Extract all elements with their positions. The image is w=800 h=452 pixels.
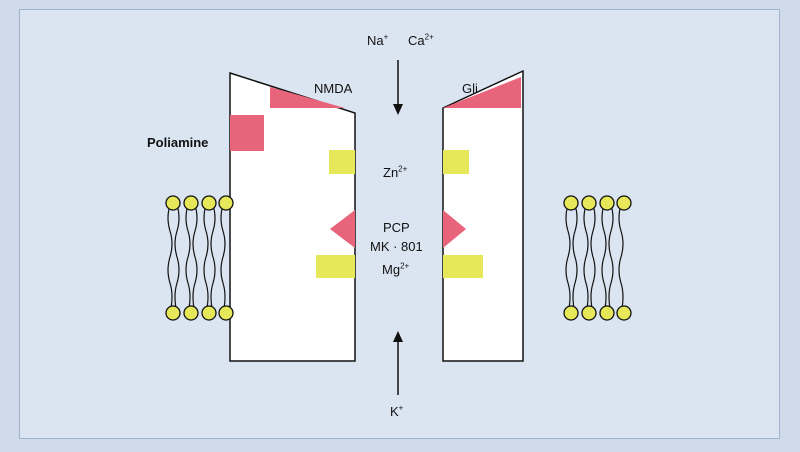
pcp-site-left (330, 210, 355, 248)
label-mg-ion: Mg2+ (382, 261, 410, 277)
ion-inflow-arrow (393, 60, 403, 115)
ion-outflow-arrow (393, 331, 403, 395)
label-nmda: NMDA (314, 81, 353, 96)
gli-site (443, 77, 521, 108)
pcp-site-right (443, 210, 466, 248)
poliamine-site (230, 115, 264, 151)
zn-site-right (443, 150, 469, 174)
label-gli: Gli (462, 81, 478, 96)
mg-site-left (316, 255, 355, 278)
left-lipid-bilayer (165, 195, 234, 321)
label-poliamine: Poliamine (147, 135, 209, 150)
label-k-ion: K+ (390, 403, 404, 419)
label-na-ion: Na+ (367, 32, 389, 48)
right-lipid-bilayer (563, 195, 632, 321)
nmda-site (270, 87, 345, 108)
label-ca-ion: Ca2+ (408, 32, 434, 48)
label-pcp: PCP (383, 220, 410, 235)
label-mk801: MK · 801 (370, 239, 423, 254)
label-zn-ion: Zn2+ (383, 164, 408, 180)
zn-site-left (329, 150, 355, 174)
figure-panel (19, 9, 780, 439)
mg-site-right (443, 255, 483, 278)
right-channel-subunit (442, 69, 524, 362)
